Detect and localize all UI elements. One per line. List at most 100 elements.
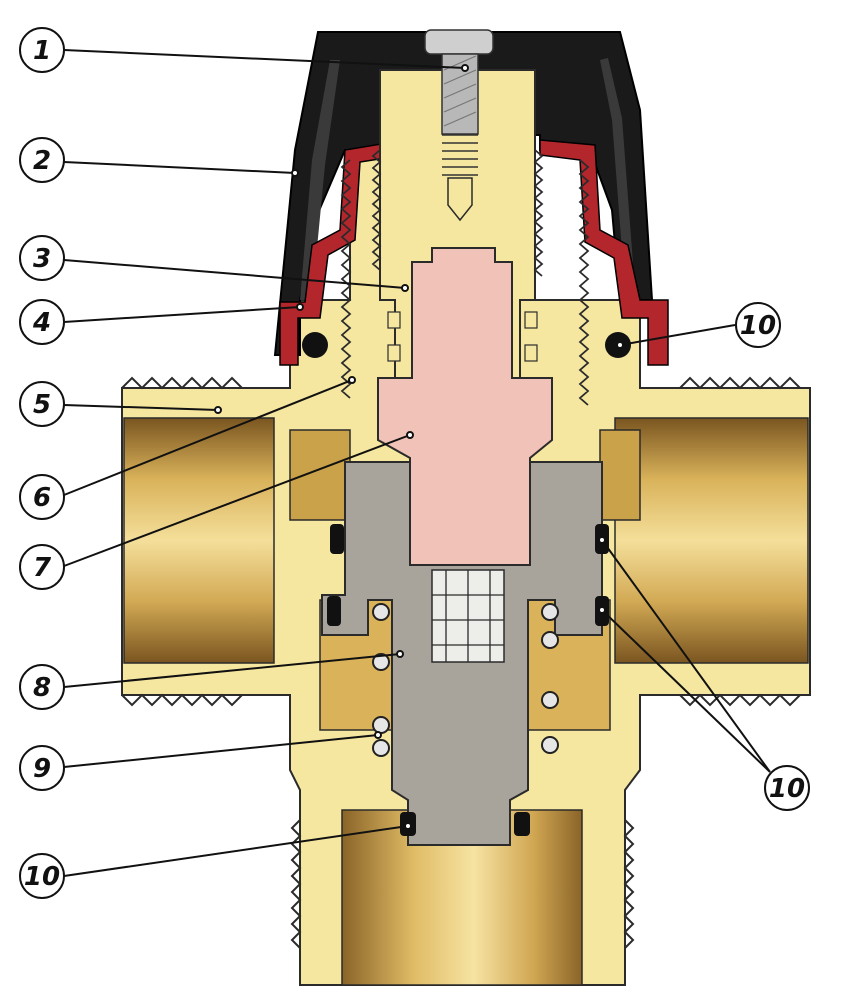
callout-label: 5 bbox=[33, 390, 51, 420]
callout-label: 4 bbox=[32, 308, 51, 338]
spring-coil bbox=[541, 631, 559, 649]
callout-circle bbox=[19, 27, 65, 73]
right-port-thread-bottom bbox=[679, 693, 801, 707]
leader-line-10b-2 bbox=[601, 609, 771, 773]
element-groove-right-1 bbox=[524, 311, 538, 329]
callout-circle bbox=[19, 664, 65, 710]
leader-lines bbox=[63, 49, 771, 877]
leader-line-10a bbox=[619, 324, 736, 346]
callout-circle bbox=[19, 544, 65, 590]
callout-3: 3 bbox=[19, 235, 65, 281]
left-inlet-bore bbox=[123, 417, 275, 664]
screw-hatch bbox=[443, 55, 477, 127]
leader-line-2 bbox=[63, 161, 296, 174]
cap-highlight bbox=[300, 60, 340, 300]
callout-label: 10 bbox=[24, 862, 60, 892]
callout-8: 8 bbox=[19, 664, 65, 710]
callout-9: 9 bbox=[19, 745, 65, 791]
spring-coil bbox=[372, 653, 390, 671]
leader-dot-10b-1 bbox=[598, 536, 606, 544]
thermostatic-element bbox=[377, 247, 553, 566]
callout-circle bbox=[19, 474, 65, 520]
left-port-thread bbox=[121, 376, 243, 390]
leader-dot-9 bbox=[374, 731, 382, 739]
element-groove-left-2 bbox=[387, 344, 401, 362]
leader-line-10c bbox=[63, 825, 409, 877]
callout-10-bottom-right: 10 bbox=[764, 765, 810, 811]
bottom-port-thread-left bbox=[290, 819, 302, 949]
bonnet-thread-right bbox=[533, 149, 544, 277]
bonnet-thread-left bbox=[371, 149, 382, 271]
callout-label: 8 bbox=[33, 673, 51, 703]
leader-dot-5 bbox=[214, 406, 222, 414]
leader-line-8 bbox=[63, 653, 401, 688]
element-groove-left-1 bbox=[387, 311, 401, 329]
callout-label: 2 bbox=[33, 146, 51, 176]
callout-2: 2 bbox=[19, 137, 65, 183]
callout-label: 1 bbox=[33, 36, 51, 66]
leader-dot-2 bbox=[291, 169, 299, 177]
callout-label: 9 bbox=[33, 754, 51, 784]
leader-line-6 bbox=[63, 379, 353, 496]
leader-line-9 bbox=[63, 734, 379, 768]
element-groove-right-2 bbox=[524, 344, 538, 362]
o-ring bbox=[327, 596, 341, 626]
cap-highlight-right bbox=[600, 58, 635, 290]
leader-dot-7 bbox=[406, 431, 414, 439]
o-ring bbox=[514, 812, 530, 836]
leader-line-4 bbox=[63, 306, 301, 323]
callout-10-bottom-left: 10 bbox=[19, 853, 65, 899]
flow-passages bbox=[123, 417, 809, 986]
right-inlet-bore bbox=[614, 417, 809, 664]
leader-dot-3 bbox=[401, 284, 409, 292]
bottom-port-thread-right bbox=[623, 819, 635, 949]
spindle-tip bbox=[447, 177, 473, 222]
callout-4: 4 bbox=[19, 299, 65, 345]
right-chamber bbox=[599, 429, 641, 521]
callout-circle bbox=[19, 381, 65, 427]
leader-line-10b-1 bbox=[601, 539, 771, 773]
body-thread-left bbox=[340, 159, 352, 399]
screw-thread bbox=[442, 134, 478, 176]
callout-circle bbox=[19, 235, 65, 281]
callout-label: 6 bbox=[33, 483, 51, 513]
callout-circle bbox=[19, 137, 65, 183]
callout-circle bbox=[19, 299, 65, 345]
leader-dot-10c bbox=[404, 822, 412, 830]
piston-slot-detail bbox=[432, 570, 504, 662]
leader-dot-1 bbox=[461, 64, 469, 72]
spring bbox=[372, 603, 559, 757]
piston bbox=[321, 461, 603, 846]
left-chamber bbox=[289, 429, 351, 521]
leader-line-7 bbox=[63, 434, 411, 567]
callout-5: 5 bbox=[19, 381, 65, 427]
callout-1: 1 bbox=[19, 27, 65, 73]
red-insert-left bbox=[279, 139, 406, 366]
leader-line-3 bbox=[63, 259, 406, 289]
callout-circle bbox=[19, 853, 65, 899]
body-thread-right bbox=[578, 159, 590, 406]
callout-6: 6 bbox=[19, 474, 65, 520]
leader-dot-6 bbox=[348, 376, 356, 384]
spring-coil bbox=[541, 603, 559, 621]
o-rings bbox=[302, 332, 631, 836]
callouts: 1 2 3 4 5 6 7 8 bbox=[19, 27, 810, 899]
left-port-thread-bottom bbox=[121, 693, 243, 707]
spring-coil bbox=[541, 691, 559, 709]
callout-label: 7 bbox=[33, 553, 52, 583]
leader-dot-10b-2 bbox=[598, 606, 606, 614]
callout-10-top-right: 10 bbox=[735, 302, 781, 348]
callout-label: 3 bbox=[33, 244, 51, 274]
leader-line-1 bbox=[63, 49, 466, 69]
callout-7: 7 bbox=[19, 544, 65, 590]
spring-coil bbox=[372, 603, 390, 621]
leader-dot-4 bbox=[296, 303, 304, 311]
screw-head bbox=[424, 29, 494, 55]
spring-coil bbox=[372, 739, 390, 757]
spring-coil bbox=[372, 716, 390, 734]
callout-circle bbox=[764, 765, 810, 811]
spring-coil bbox=[541, 736, 559, 754]
right-port-thread bbox=[679, 376, 801, 390]
leader-line-5 bbox=[63, 404, 219, 411]
